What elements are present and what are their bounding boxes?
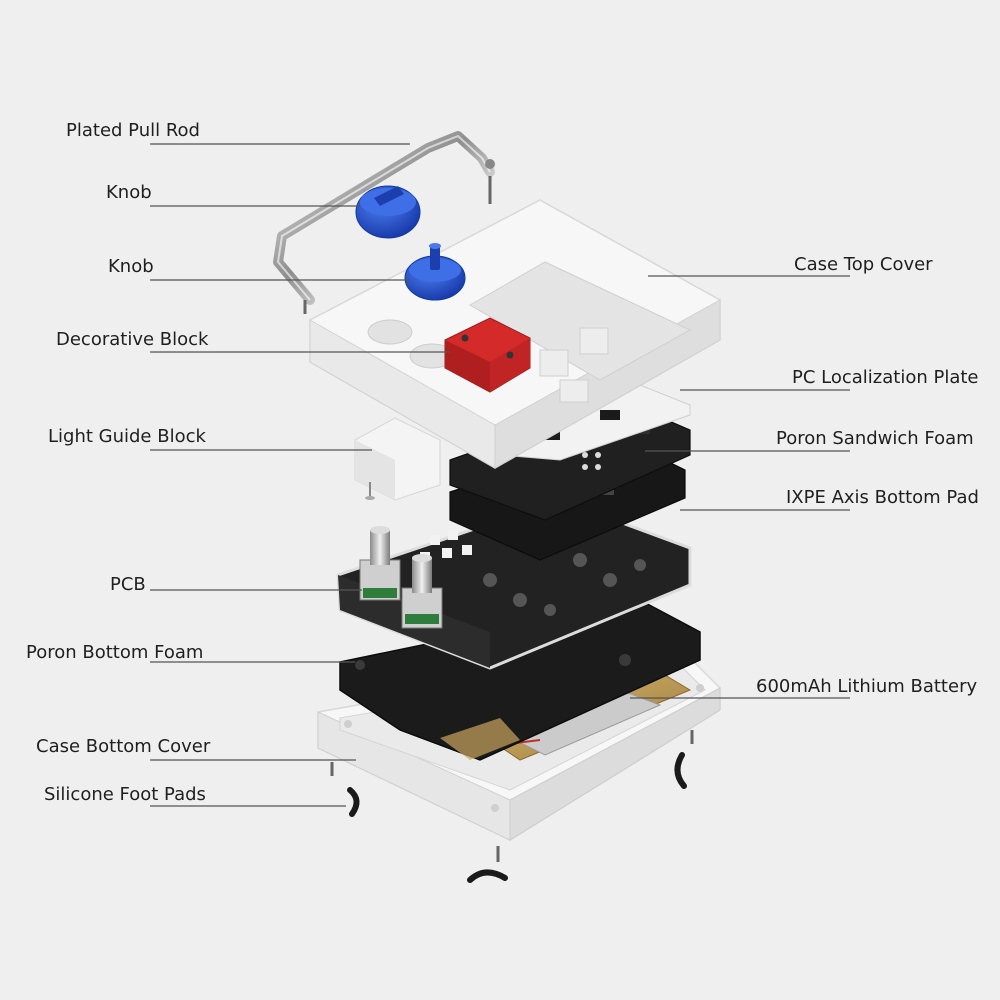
label-lithium-battery: 600mAh Lithium Battery: [756, 676, 978, 697]
label-silicone-foot-pads: Silicone Foot Pads: [44, 784, 206, 805]
label-pc-localization-plate: PC Localization Plate: [792, 367, 979, 388]
label-ixpe-axis-bottom-pad: IXPE Axis Bottom Pad: [786, 487, 979, 508]
label-light-guide-block: Light Guide Block: [48, 426, 206, 447]
label-knob-lower: Knob: [108, 256, 154, 277]
knob-lower-part: [404, 243, 466, 301]
leader-lines: [150, 143, 850, 807]
label-decorative-block: Decorative Block: [56, 329, 209, 350]
knob-upper-part: [355, 185, 421, 239]
pull-rod-part: [273, 131, 495, 314]
decorative-block-part: [444, 317, 531, 393]
label-pcb: PCB: [110, 574, 146, 595]
encoder-pots-part: [359, 526, 443, 629]
label-poron-sandwich-foam: Poron Sandwich Foam: [776, 428, 974, 449]
label-poron-bottom-foam: Poron Bottom Foam: [26, 642, 204, 663]
poron-bottom-foam-part: [339, 599, 701, 761]
light-guide-block-part: [354, 417, 441, 501]
silicone-foot-pads-part: [330, 730, 694, 883]
label-case-bottom-cover: Case Bottom Cover: [36, 736, 211, 757]
label-knob-upper: Knob: [106, 182, 152, 203]
label-case-top-cover: Case Top Cover: [794, 254, 933, 275]
label-plated-pull-rod: Plated Pull Rod: [66, 120, 200, 141]
